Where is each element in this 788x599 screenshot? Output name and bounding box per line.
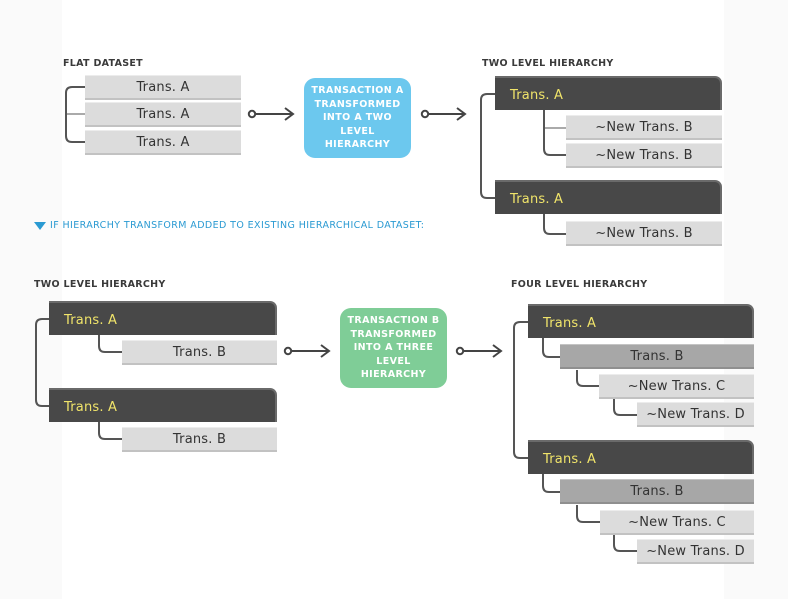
flat-dataset-label: FLAT DATASET [63,58,143,69]
bottom-two-level-label: TWO LEVEL HIERARCHY [34,279,166,290]
hierarchy-note: IF HIERARCHY TRANSFORM ADDED TO EXISTING… [34,220,424,231]
transform-step-b: TRANSACTION B TRANSFORMED INTO A THREE L… [340,308,447,388]
four-level-g2-level1: Trans. A [528,440,754,474]
hierarchy-note-text: IF HIERARCHY TRANSFORM ADDED TO EXISTING… [50,220,425,231]
four-level-g2-level2: Trans. B [560,479,754,504]
bottom-left-child-2: Trans. B [122,427,277,452]
top-right-child-1a: ~New Trans. B [566,115,722,140]
four-level-g1-level1: Trans. A [528,304,754,338]
transform-step-a: TRANSACTION A TRANSFORMED INTO A TWO LEV… [304,78,411,158]
four-level-g2-level4: ~New Trans. D [637,539,754,564]
flat-row-1: Trans. A [85,75,241,100]
bottom-left-child-1: Trans. B [122,340,277,365]
triangle-down-icon [34,221,46,230]
flat-row-2: Trans. A [85,102,241,127]
four-level-g1-level4: ~New Trans. D [637,402,754,427]
four-level-g2-level3: ~New Trans. C [600,510,754,535]
bottom-left-parent-2: Trans. A [49,388,277,422]
four-level-g1-level2: Trans. B [560,344,754,369]
bottom-left-parent-1: Trans. A [49,301,277,335]
top-right-parent-1: Trans. A [495,76,722,110]
top-right-parent-2: Trans. A [495,180,722,214]
flat-row-3: Trans. A [85,130,241,155]
two-level-hierarchy-label: TWO LEVEL HIERARCHY [482,58,614,69]
four-level-g1-level3: ~New Trans. C [599,374,754,399]
four-level-hierarchy-label: FOUR LEVEL HIERARCHY [511,279,648,290]
top-right-child-1b: ~New Trans. B [566,143,722,168]
top-right-child-2a: ~New Trans. B [566,221,722,246]
